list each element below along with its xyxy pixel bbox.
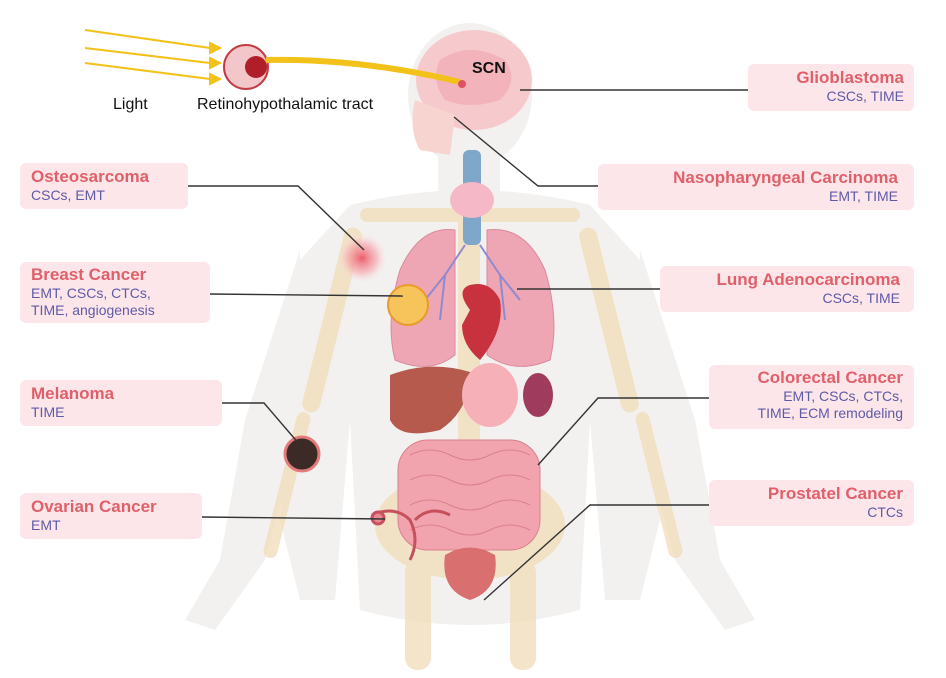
connector-lines: [188, 89, 748, 601]
abdominal-organs: [390, 363, 553, 434]
eye: [223, 44, 269, 90]
melanoma-lesion: [283, 435, 321, 473]
nasopharyngeal-label-box: Nasopharyngeal Carcinoma EMT, TIME: [598, 164, 914, 210]
osteosarcoma-label-box: Osteosarcoma CSCs, EMT: [20, 163, 188, 209]
nasopharyngeal-title: Nasopharyngeal Carcinoma: [673, 168, 898, 187]
osteosarcoma-title: Osteosarcoma: [31, 167, 150, 186]
retinohypothalamic-tract-path: [265, 56, 461, 85]
glioblastoma-label-box: Glioblastoma CSCs, TIME: [748, 64, 914, 111]
light-label: Light: [113, 96, 148, 113]
osteosarcoma-tumor: [337, 233, 387, 283]
colorectal-cancer-label-box: Colorectal Cancer EMT, CSCs, CTCs, TIME,…: [709, 365, 914, 429]
uterus: [370, 509, 451, 561]
nasopharyngeal-features: EMT, TIME: [829, 188, 898, 204]
colorectal-cancer-features: EMT, CSCs, CTCs, TIME, ECM remodeling: [757, 388, 903, 421]
lung-adenocarcinoma-features: CSCs, TIME: [822, 290, 900, 306]
melanoma-label-box: Melanoma TIME: [20, 380, 222, 426]
breast-cancer-title: Breast Cancer: [31, 265, 147, 284]
prostate-cancer-label-box: Prostatel Cancer CTCs: [709, 480, 914, 526]
lung-adenocarcinoma-title: Lung Adenocarcinoma: [716, 270, 900, 289]
colorectal-cancer-title: Colorectal Cancer: [757, 368, 904, 387]
bronchi: [424, 244, 521, 321]
glioblastoma-title: Glioblastoma: [796, 68, 904, 87]
bladder: [444, 547, 496, 600]
ovarian-cancer-features: EMT: [31, 517, 61, 533]
osteosarcoma-features: CSCs, EMT: [31, 187, 105, 203]
light-rays: [84, 29, 223, 86]
retinohypothalamic-tract-label: Retinohypothalamic tract: [197, 96, 374, 113]
breast-tumor: [387, 284, 429, 326]
glioblastoma-features: CSCs, TIME: [826, 88, 904, 104]
scn-label: SCN: [472, 60, 506, 77]
intestines: [397, 439, 541, 551]
scn-dot: [458, 80, 466, 88]
heart: [462, 284, 501, 360]
head: [412, 30, 532, 155]
airway: [450, 150, 494, 245]
lung-adenocarcinoma-label-box: Lung Adenocarcinoma CSCs, TIME: [660, 266, 914, 312]
melanoma-features: TIME: [31, 404, 65, 420]
ovarian-cancer-label-box: Ovarian Cancer EMT: [20, 493, 202, 539]
lungs: [390, 229, 555, 367]
breast-cancer-features: EMT, CSCs, CTCs, TIME, angiogenesis: [31, 285, 155, 318]
breast-cancer-label-box: Breast Cancer EMT, CSCs, CTCs, TIME, ang…: [20, 262, 210, 323]
ovarian-cancer-title: Ovarian Cancer: [31, 497, 157, 516]
prostate-cancer-title: Prostatel Cancer: [767, 484, 903, 503]
prostate-cancer-features: CTCs: [867, 504, 903, 520]
melanoma-title: Melanoma: [31, 384, 115, 403]
